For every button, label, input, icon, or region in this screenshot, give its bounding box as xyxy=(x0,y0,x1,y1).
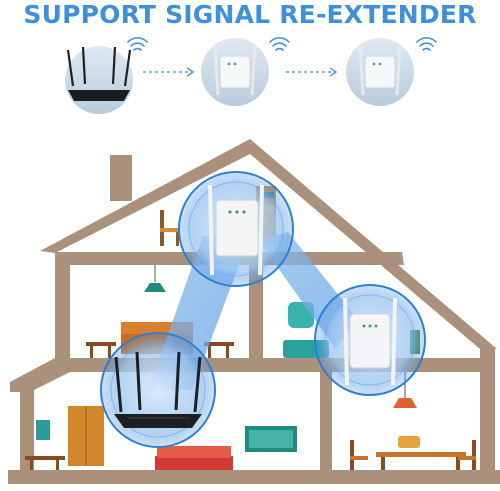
roof xyxy=(40,139,497,349)
router-photo-panel xyxy=(65,46,133,114)
chimney xyxy=(110,155,132,201)
wifi-waves-icon xyxy=(269,37,290,51)
top-device-chain xyxy=(65,37,437,114)
extender-photo-panel-2 xyxy=(346,38,414,106)
router-bottom xyxy=(100,332,216,448)
extender-right xyxy=(314,284,426,396)
extender-top xyxy=(178,171,294,287)
extender-photo-panel-1 xyxy=(201,38,269,106)
wifi-waves-icon xyxy=(127,37,148,51)
arrow-right-icon xyxy=(143,67,195,77)
arrow-right-icon xyxy=(286,67,338,77)
wifi-waves-icon xyxy=(416,37,437,51)
headline-title: SUPPORT SIGNAL RE-EXTENDER xyxy=(23,0,477,29)
